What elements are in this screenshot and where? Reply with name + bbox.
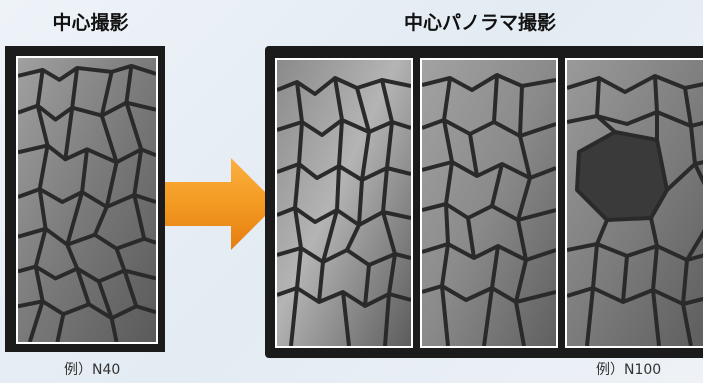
title-center-panorama-shot: 中心パノラマ撮影 (403, 12, 556, 34)
center-shot-frame (5, 46, 165, 352)
stone-texture-image (567, 60, 703, 346)
title-center-shot: 中心撮影 (52, 12, 129, 34)
center-panorama-shot-frame (265, 46, 703, 358)
panorama-image-1 (275, 58, 413, 348)
stone-texture-image (422, 60, 556, 346)
panorama-image-3 (565, 58, 703, 348)
stone-texture-image (277, 60, 411, 346)
caption-right-example: 例）N100 (596, 362, 662, 378)
caption-left-example: 例）N40 (64, 362, 121, 378)
right-arrow-icon (165, 158, 277, 250)
panorama-image-2 (420, 58, 558, 348)
center-shot-image (16, 56, 158, 344)
stone-texture-image (18, 58, 156, 342)
